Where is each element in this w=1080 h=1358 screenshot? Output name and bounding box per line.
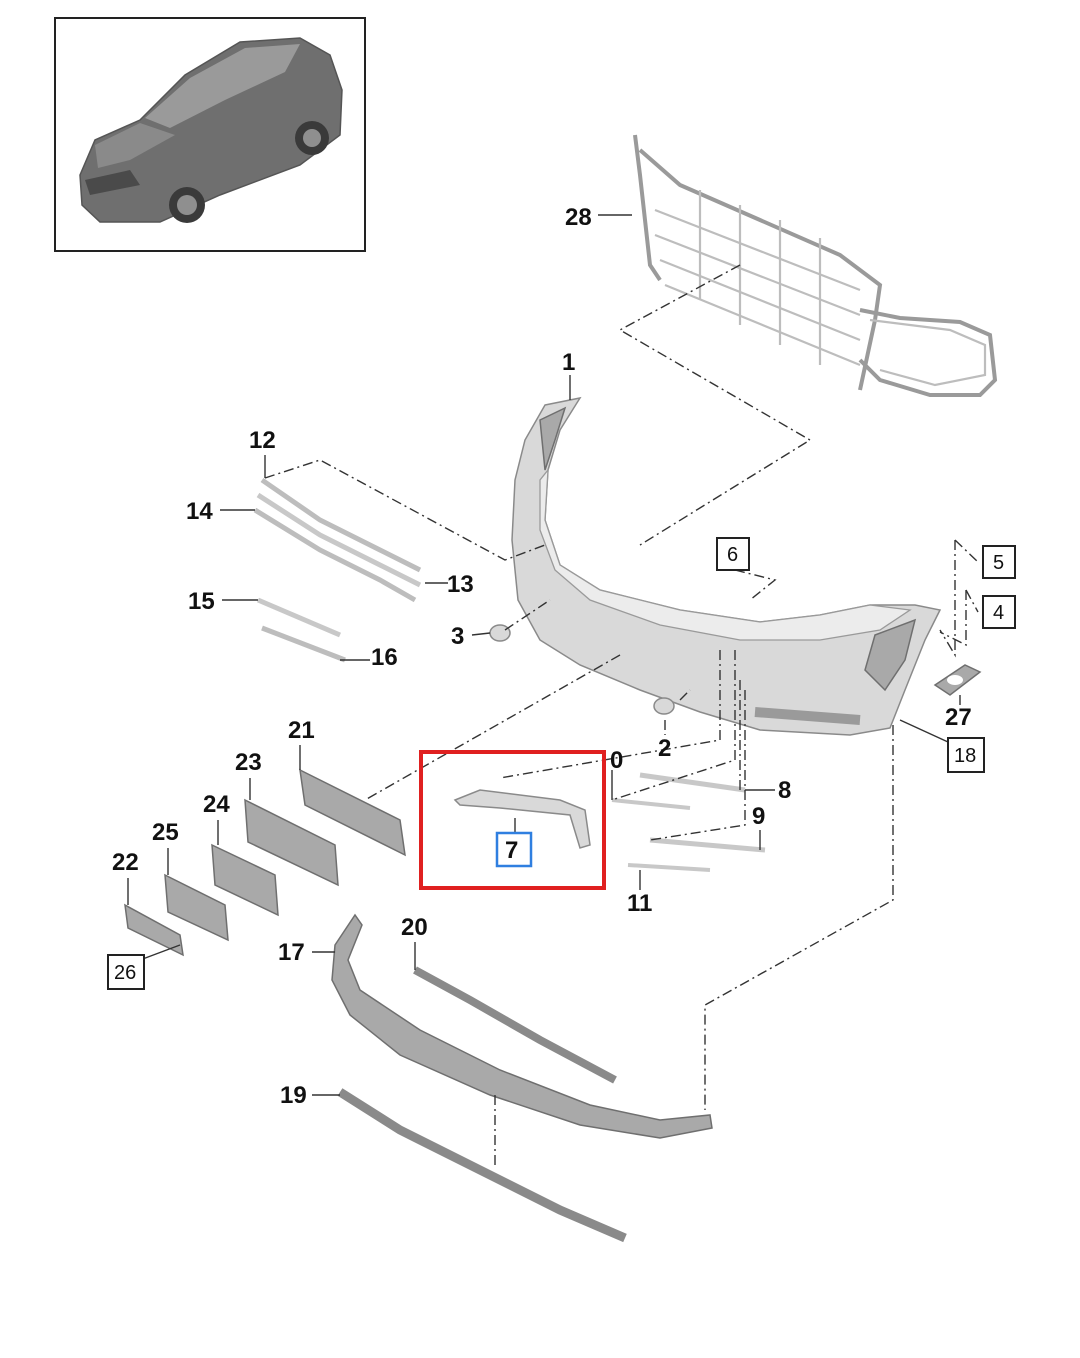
boxed-label-26: 26 [114, 962, 136, 984]
highlight-label-box [495, 831, 533, 868]
label-10: 0 [610, 747, 623, 774]
label-25: 25 [152, 819, 179, 846]
label-16: 16 [371, 644, 398, 671]
label-23: 23 [235, 749, 262, 776]
label-28: 28 [565, 204, 592, 231]
label-8: 8 [778, 777, 791, 804]
part-19-strip [337, 1088, 627, 1243]
label-27: 27 [945, 704, 972, 731]
label-21: 21 [288, 717, 315, 744]
part-1-bumper-cover [511, 396, 942, 736]
highlight-frame [419, 750, 606, 890]
parts-12-13-14-trim-strips [253, 477, 422, 603]
label-17: 17 [278, 939, 305, 966]
label-24: 24 [203, 791, 230, 818]
label-14: 14 [186, 498, 213, 525]
part-27-bracket [933, 664, 982, 696]
part-23-plate-bracket [244, 798, 339, 887]
boxed-label-6: 6 [727, 544, 738, 566]
boxed-label-5: 5 [993, 552, 1004, 574]
vehicle-thumbnail [54, 17, 366, 252]
part-28-grille-carrier [633, 134, 998, 397]
label-15: 15 [188, 588, 215, 615]
label-9: 9 [752, 803, 765, 830]
boxed-label-4: 4 [993, 602, 1004, 624]
part-7-bracket [453, 789, 591, 849]
part-2-cap [653, 697, 675, 715]
label-13: 13 [447, 571, 474, 598]
label-20: 20 [401, 914, 428, 941]
leader-lines [127, 214, 979, 1165]
label-22: 22 [112, 849, 139, 876]
part-3-cap [489, 624, 511, 642]
label-1: 1 [562, 349, 575, 376]
boxed-label-18: 18 [954, 745, 976, 767]
label-3: 3 [451, 623, 464, 650]
label-7: 7 [505, 837, 518, 864]
part-22-plate-bracket [124, 903, 184, 957]
label-11: 11 [627, 890, 652, 917]
part-24-plate-bracket [211, 843, 279, 917]
label-2: 2 [658, 735, 671, 762]
part-25-plate-bracket [164, 873, 229, 942]
parts-8-9-10-11-strips [611, 772, 766, 872]
part-20-strip [413, 966, 617, 1084]
boxed-label-frames [107, 537, 1016, 990]
label-12: 12 [249, 427, 276, 454]
label-19: 19 [280, 1082, 307, 1109]
part-21-plate-bracket [299, 768, 406, 857]
part-17-lower-spoiler [331, 913, 713, 1139]
parts-15-16-small-strips [257, 597, 346, 663]
